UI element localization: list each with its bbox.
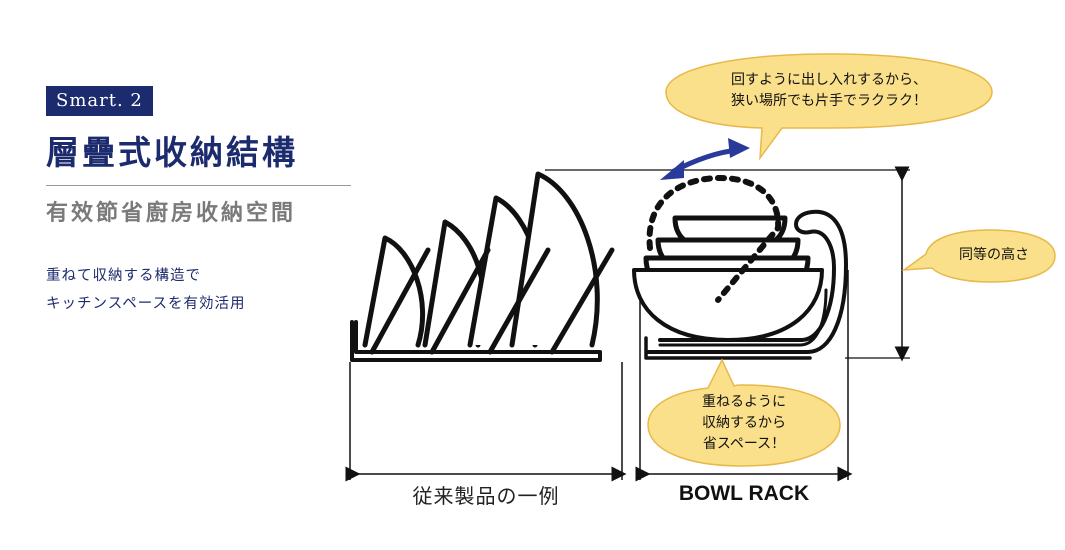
plate-4 — [509, 171, 600, 348]
bubble-rotate-shape — [665, 53, 993, 161]
rack-wire-inner — [658, 288, 828, 347]
bubble-height-line-1: 同等の高さ — [959, 247, 1029, 263]
bowl-rack-width-dimension — [635, 270, 853, 482]
height-reference-lines — [545, 166, 910, 362]
page-title: 層疊式收納結構 — [46, 133, 298, 172]
bubble-stack-line-1: 重ねるように — [702, 394, 786, 410]
rotation-dotted-path — [646, 175, 782, 303]
page-subtitle: 有效節省廚房收納空間 — [46, 201, 297, 226]
rack-base — [350, 320, 602, 362]
title-divider — [46, 185, 351, 186]
description-line-2: キッチンスペースを有効活用 — [46, 296, 246, 312]
bubble-height-shape — [901, 229, 1056, 283]
plate-1 — [362, 235, 426, 348]
bubble-stack-shape — [647, 358, 841, 467]
rotate-arrow — [660, 138, 750, 180]
rack-wire-outer — [646, 209, 848, 354]
bowl-rack-illustration — [632, 175, 848, 360]
bubble-height-text: 同等の高さ — [938, 245, 1050, 266]
bubble-rotate-line-1: 回すように出し入れするから、 — [731, 72, 927, 88]
bubble-rotate-line-2: 狭い場所でも片手でラクラク！ — [731, 93, 927, 109]
conventional-width-dimension — [345, 362, 627, 482]
rack-base-right — [644, 336, 812, 360]
bubble-stack-line-2: 収納するから — [702, 415, 786, 431]
smart-badge: Smart. 2 — [46, 86, 153, 116]
bubble-stack-line-3: 省スペース！ — [702, 436, 786, 452]
bubble-stack-text: 重ねるように 収納するから 省スペース！ — [656, 392, 832, 455]
description-line-1: 重ねて収納する構造で — [46, 268, 201, 284]
bubble-rotate-text: 回すように出し入れするから、 狭い場所でも片手でラクラク！ — [676, 70, 982, 112]
caption-bowl-rack: BOWL RACK — [678, 482, 810, 505]
conventional-rack-illustration — [350, 171, 615, 362]
caption-conventional: 従来製品の一例 — [412, 484, 560, 508]
bowl-4 — [632, 268, 824, 342]
